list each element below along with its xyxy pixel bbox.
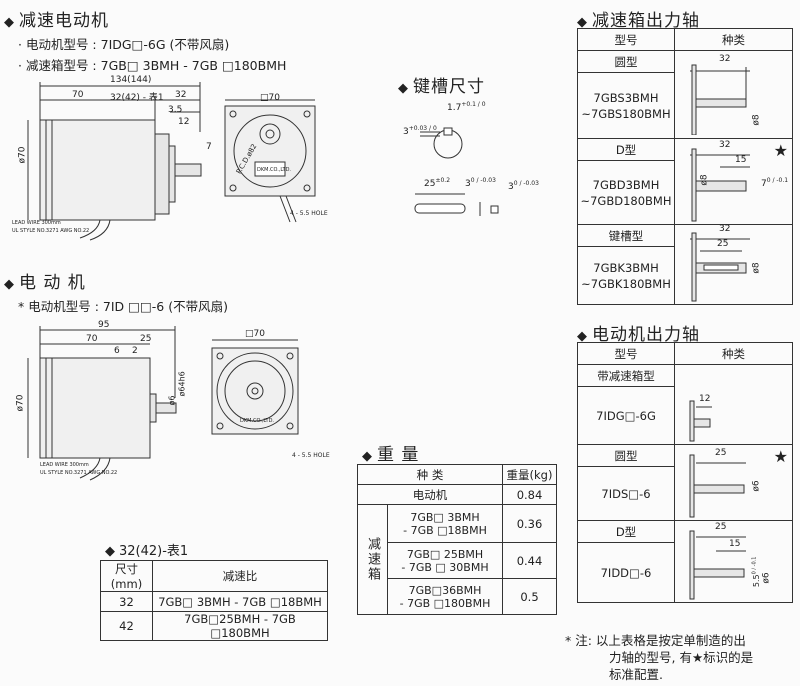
motor-dim-phi64: ø64h6: [177, 371, 187, 397]
weight-gearbox-label: 减速箱: [357, 504, 388, 615]
motor-dim-25: 25: [140, 334, 152, 344]
table-row: 减速箱 7GB□ 3BMH- 7GB □18BMH 0.36: [357, 504, 557, 615]
shaft-key-icon: [690, 232, 750, 302]
motor-ul-style-label: UL STYLE NO.3271 AWG NO.22: [40, 470, 118, 476]
motor-dim-6: 6: [114, 346, 120, 356]
lead-wire-label: LEAD WIRE 300mm: [12, 220, 61, 226]
shaft-round-icon: [690, 64, 750, 135]
gearmotor-section: ◆减速电动机 · 电动机型号 : 7IDG□-6G (不带风扇) · 减速箱型号…: [4, 6, 286, 74]
motor-shaft-round-figure: ★ 25 ø6: [674, 444, 793, 521]
motor-shaft-heading: ◆电动机出力轴: [577, 325, 700, 345]
dim-3-5: 3.5: [168, 105, 183, 115]
weight-header-row: 种 类 重量(kg): [357, 464, 557, 485]
diamond-icon: ◆: [4, 277, 15, 292]
table-row: 7IDD□-6: [577, 542, 793, 603]
brand-label: DKM.CO.,LTD.: [257, 167, 292, 173]
motor-dim-phi70: ø70: [15, 394, 26, 412]
table-row: 7GB□ 25BMH- 7GB □ 30BMH 0.44: [358, 542, 557, 579]
motor-dim-2: 2: [132, 346, 138, 356]
hole-label: 4 - 5.5 HOLE: [290, 210, 328, 217]
diamond-icon: ◆: [362, 449, 373, 464]
table-row: 圆型 ★ 25 ø6: [577, 444, 793, 521]
table-row: 7GBD3BMH~7GBD180BMH: [577, 160, 793, 225]
table1-heading: ◆32(42)-表1: [105, 544, 189, 559]
gearbox-shaft-heading: ◆减速箱出力轴: [577, 11, 700, 31]
gearbox-shaft-table: 型号 种类 圆型 32 ø8 7GBS3BMH~7GBS180BMH D型 ★ …: [577, 28, 793, 305]
motor-heading: ◆电 动 机: [4, 273, 86, 293]
motor-dim-70: 70: [86, 334, 98, 344]
note-mark: * 注:: [565, 633, 592, 648]
diamond-icon: ◆: [577, 329, 588, 344]
motor-lead-wire-label: LEAD WIRE 300mm: [40, 462, 89, 468]
motor-shaft-geared-icon: [689, 400, 712, 442]
motor-drawing: [27, 326, 299, 481]
motor-shaft-round-icon: [689, 454, 746, 518]
keyway-3b: 30 / -0.03: [465, 177, 496, 189]
table-row: D型 ★ 32 15 ø8 70 / -0.1: [577, 138, 793, 225]
motor-dim-phi6: ø6: [167, 395, 177, 406]
diamond-icon: ◆: [577, 15, 588, 30]
dim-total: 134(144): [110, 75, 152, 85]
motor-shaft-d-icon: [689, 530, 746, 600]
diamond-icon: ◆: [105, 544, 115, 559]
table-row: 7GBK3BMH~7GBK180BMH: [577, 246, 793, 305]
motor-brand-label: DKM.CO.,LTD.: [240, 418, 275, 424]
gearmotor-model-line: · 电动机型号 : 7IDG□-6G (不带风扇): [18, 37, 230, 52]
table-row: 带减速箱型 12: [577, 364, 793, 445]
dim-70: 70: [72, 90, 84, 100]
star-icon: ★: [773, 447, 788, 466]
ul-style-label: UL STYLE NO.3271 AWG NO.22: [12, 228, 90, 234]
table-row: D型 25 15 5.50 / -0.1 ø6: [577, 520, 793, 603]
table1-header-row: 尺寸(mm) 减速比: [100, 560, 328, 592]
motor-dim-square-70: □70: [245, 329, 265, 339]
dim-32: 32: [175, 90, 187, 100]
motor-model-line: * 电动机型号 : 7ID □□-6 (不带风扇): [18, 299, 228, 314]
motor-shaft-header-row: 型号 种类: [577, 342, 793, 365]
dim-square-70: □70: [260, 93, 280, 103]
shaft-d-icon: [690, 148, 750, 222]
motor-shaft-geared-figure: 12: [674, 364, 793, 445]
gearmotor-heading: ◆减速电动机: [4, 11, 109, 31]
shaft-round-figure: 32 ø8: [674, 50, 793, 139]
keyway-heading: ◆键槽尺寸: [398, 77, 485, 97]
weight-table: 种 类 重量(kg) 电动机 0.84 减速箱 7GB□ 3BMH- 7GB □…: [357, 464, 557, 615]
motor-shaft-table: 型号 种类 带减速箱型 12 7IDG□-6G 圆型 ★ 25 ø6 7IDS□…: [577, 342, 793, 603]
gearbox-shaft-header-row: 型号 种类: [577, 28, 793, 51]
keyway-3c: 30 / -0.03: [508, 180, 539, 192]
motor-section: ◆电 动 机 * 电动机型号 : 7ID □□-6 (不带风扇): [4, 268, 228, 315]
gearmotor-drawing: [27, 82, 316, 241]
shaft-key-figure: 32 25 ø8: [674, 224, 793, 305]
motor-hole-label: 4 - 5.5 HOLE: [292, 452, 330, 459]
keyway-drawing: [414, 127, 499, 216]
table-row: 电动机 0.84: [357, 484, 557, 505]
dim-32-42: 32(42) - 表1: [110, 93, 164, 103]
table1: 尺寸(mm) 减速比 32 7GB□ 3BMH - 7GB □18BMH 42 …: [100, 560, 328, 641]
gearmotor-gearbox-line: · 减速箱型号 : 7GB□ 3BMH - 7GB □180BMH: [18, 58, 287, 73]
motor-dim-95: 95: [98, 320, 110, 330]
diamond-icon: ◆: [398, 81, 409, 96]
table-row: 键槽型 32 25 ø8: [577, 224, 793, 305]
keyway-25: 25±0.2: [424, 177, 451, 189]
keyway-1-7: 1.7+0.1 / 0: [447, 101, 486, 113]
table-row: 42 7GB□25BMH - 7GB □180BMH: [100, 611, 328, 641]
table-row: 7GB□36BMH- 7GB □180BMH 0.5: [358, 578, 557, 615]
table1-header-ratio: 减速比: [152, 560, 328, 592]
footnote: * 注: 以上表格是按定单制造的出 力轴的型号, 有★标识的是 标准配置.: [565, 633, 754, 682]
dim-phi70: ø70: [17, 146, 28, 164]
weight-heading: ◆重 量: [362, 445, 420, 465]
dim-7: 7: [206, 142, 212, 152]
table1-header-size: 尺寸(mm): [100, 560, 153, 592]
table-row: 32 7GB□ 3BMH - 7GB □18BMH: [100, 591, 328, 612]
motor-shaft-d-figure: 25 15 5.50 / -0.1 ø6: [674, 520, 793, 603]
star-icon: ★: [773, 141, 788, 160]
shaft-d-figure: ★ 32 15 ø8 70 / -0.1: [674, 138, 793, 225]
diamond-icon: ◆: [4, 15, 15, 30]
dim-12: 12: [178, 117, 190, 127]
table-row: 圆型 32 ø8: [577, 50, 793, 139]
keyway-3: 3+0.03 / 0: [403, 125, 437, 137]
